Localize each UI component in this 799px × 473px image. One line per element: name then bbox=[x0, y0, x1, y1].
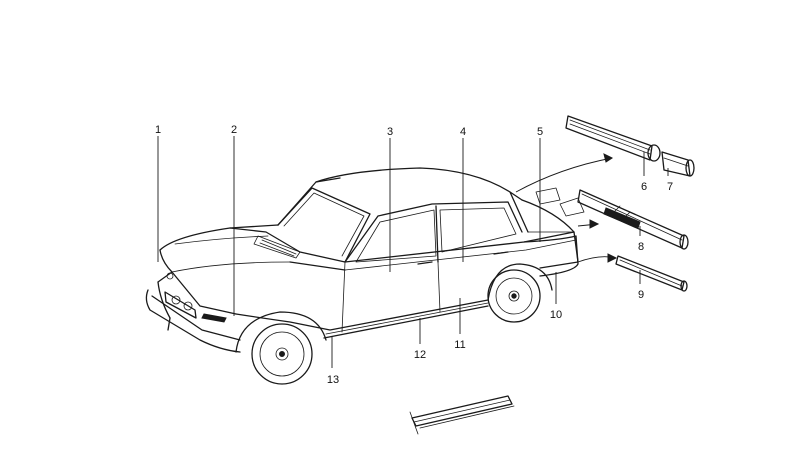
trim-strip-8-detail bbox=[577, 189, 689, 250]
callout-2: 2 bbox=[231, 124, 237, 136]
callout-11: 11 bbox=[454, 339, 465, 351]
callout-10: 10 bbox=[550, 309, 562, 321]
callout-12: 12 bbox=[414, 349, 426, 361]
trim-strip-6-7-detail bbox=[565, 115, 695, 177]
callout-labels: 1 2 3 4 5 6 7 8 9 10 11 12 13 bbox=[155, 124, 673, 386]
leader-lines bbox=[157, 136, 669, 368]
trim-strip-9-detail bbox=[615, 255, 688, 292]
callout-6: 6 bbox=[641, 181, 647, 193]
car-illustration bbox=[145, 167, 585, 385]
callout-4: 4 bbox=[460, 126, 466, 138]
callout-3: 3 bbox=[387, 126, 393, 138]
callout-5: 5 bbox=[537, 126, 543, 138]
callout-13: 13 bbox=[327, 374, 339, 386]
callout-8: 8 bbox=[638, 241, 644, 253]
callout-7: 7 bbox=[667, 181, 673, 193]
callout-1: 1 bbox=[155, 124, 161, 136]
sill-strip-detail bbox=[409, 395, 515, 435]
callout-9: 9 bbox=[638, 289, 644, 301]
direction-arrows bbox=[515, 153, 618, 263]
